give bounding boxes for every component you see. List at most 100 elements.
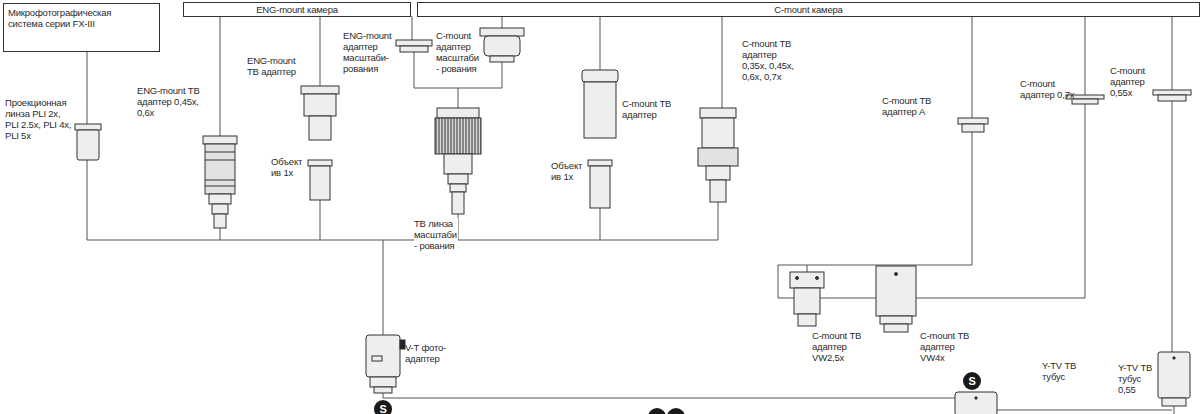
projection-lens xyxy=(75,124,101,160)
part-label-holder: C-mount ТВ адаптер 0,35x, 0,45x, 0,6x, 0… xyxy=(742,38,796,82)
c-mount-tv-adapter-035 xyxy=(700,108,736,118)
tv-zoom-lens xyxy=(448,174,468,184)
callout-letter: S xyxy=(374,400,392,414)
connection-lines xyxy=(997,101,1174,414)
c-mount-tv-adapter-035 xyxy=(706,166,730,180)
c-mount-adapter-055 xyxy=(1158,95,1186,101)
eng-tv-adapter xyxy=(301,86,339,140)
part-label-holder: C-mount ТВ адаптер xyxy=(622,98,674,120)
part-label: Y-TV ТВ тубус xyxy=(1042,360,1092,382)
eng-tv-adapter-045 xyxy=(203,136,237,144)
eng-tv-adapter xyxy=(304,94,336,116)
eng-tv-adapter xyxy=(309,116,331,140)
vw4-adapter xyxy=(880,316,912,324)
objective-1x xyxy=(308,160,332,166)
c-mount-adapter-055 xyxy=(1153,90,1191,95)
callout-letter-text: S xyxy=(968,376,975,387)
eng-zoom-adapter xyxy=(396,40,432,52)
c-mount-tv-adapter-035 xyxy=(710,180,726,202)
c-mount-tv-adapter xyxy=(584,82,616,138)
c-mount-tv-adapter-a xyxy=(958,118,988,124)
part-label-holder: Проекционная линза PLI 2x, PLI 2.5x, PLI… xyxy=(5,97,73,141)
part-label-holder: C-mount ТВ адаптер VW4x xyxy=(920,330,978,363)
eng-tv-adapter-045 xyxy=(209,194,231,204)
vt-photo-adapter xyxy=(400,340,405,349)
tv-zoom-lens xyxy=(450,184,466,192)
vt-photo-adapter xyxy=(372,356,382,361)
part-label-holder: C-mount ТВ адаптер A xyxy=(882,95,946,117)
part-label-holder: C-mount адаптер масштаби- рования xyxy=(436,30,480,74)
connection-lines xyxy=(87,160,718,335)
part-label: C-mount ТВ адаптер xyxy=(622,98,674,120)
part-label-holder: ENG-mount ТВ адаптер 0,45x, 0,6x xyxy=(137,85,205,118)
cut-callouts xyxy=(648,408,666,414)
vw4-adapter xyxy=(895,273,898,276)
part-label: ENG-mount ТВ адаптер 0,45x, 0,6x xyxy=(137,85,205,118)
objective-1x xyxy=(310,166,330,200)
part-label-holder: Объектив 1x xyxy=(551,160,587,182)
part-label: Объектив 1x xyxy=(551,160,587,182)
part-label-holder: ТВ линза масштаби- рования xyxy=(414,218,458,251)
projection-lens xyxy=(75,124,101,130)
connection-lines xyxy=(87,16,1174,414)
vt-photo-adapter xyxy=(366,335,400,377)
c-mount-adapter-07 xyxy=(1072,99,1098,104)
tv-zoom-lens xyxy=(452,192,464,214)
cut-callouts xyxy=(667,408,685,414)
ytv-tube xyxy=(975,397,977,399)
c-mount-zoom-adapter xyxy=(480,28,524,36)
objective-1x xyxy=(308,160,332,200)
eng-tv-adapter-045 xyxy=(205,144,235,194)
vw25-adapter xyxy=(796,277,799,280)
part-label: C-mount адаптер 0,7x xyxy=(1020,78,1080,100)
ytv-tube-055 xyxy=(1162,398,1186,406)
c-mount-tv-adapter-035 xyxy=(698,108,738,202)
cut-callouts xyxy=(648,408,685,414)
part-label-holder: C-mount ТВ адаптер VW2,5x xyxy=(812,330,872,363)
vw4-adapter xyxy=(884,324,908,332)
ytv-tube-055 xyxy=(1173,357,1175,359)
box-title: Микрофотографическая система серии FX-II… xyxy=(8,7,120,29)
part-label-holder: ENG-mount ТВ адаптер xyxy=(247,55,301,77)
objective-1x xyxy=(588,160,612,166)
ytv-tube xyxy=(955,392,997,414)
camera-box: C-mount камера xyxy=(417,2,1200,17)
objective-1x xyxy=(588,160,612,208)
eng-tv-adapter-045 xyxy=(203,136,237,228)
c-mount-zoom-adapter xyxy=(490,56,514,62)
part-label: Проекционная линза PLI 2x, PLI 2.5x, PLI… xyxy=(5,97,73,141)
eng-tv-adapter-045 xyxy=(212,204,228,214)
part-label: Объектив 1x xyxy=(271,156,307,178)
c-mount-tv-adapter xyxy=(582,70,618,82)
eng-zoom-adapter xyxy=(400,46,428,52)
vw25-adapter xyxy=(816,277,819,280)
connection-lines xyxy=(87,16,1172,136)
tv-zoom-lens xyxy=(437,108,479,118)
c-mount-tv-adapter-035 xyxy=(702,118,734,148)
vw25-adapter xyxy=(790,272,824,326)
system-box: Микрофотографическая система серии FX-II… xyxy=(3,3,160,52)
part-label: C-mount адаптер 0,55x xyxy=(1110,65,1168,98)
ytv-tube-055 xyxy=(1158,352,1190,406)
tv-zoom-lens xyxy=(435,118,481,154)
eng-tv-adapter-045 xyxy=(214,214,226,228)
part-label: C-mount ТВ адаптер VW2,5x xyxy=(812,330,872,363)
part-label-holder: V-T фото-адаптер xyxy=(405,342,455,364)
vw4-adapter xyxy=(876,266,916,332)
part-label-holder: Y-TV ТВ тубус xyxy=(1042,360,1092,382)
part-label-holder: ENG-mount адаптер масштаби- рования xyxy=(343,30,395,74)
connection-lines xyxy=(383,393,955,398)
vw4-adapter xyxy=(876,266,916,316)
box-title: ENG-mount камера xyxy=(188,4,406,15)
tv-zoom-lens xyxy=(435,108,481,214)
ytv-tube-055 xyxy=(1158,352,1190,398)
part-label: ТВ линза масштаби- рования xyxy=(414,218,458,251)
c-mount-adapter-055 xyxy=(1153,90,1191,101)
ytv-tube xyxy=(955,392,997,414)
box-title: C-mount камера xyxy=(422,4,1195,15)
part-label-holder: C-mount адаптер 0,55x xyxy=(1110,65,1168,98)
part-label: C-mount ТВ адаптер 0,35x, 0,45x, 0,6x, 0… xyxy=(742,38,796,82)
callout-letter-text: S xyxy=(379,404,386,414)
eng-tv-adapter-045 xyxy=(205,152,235,186)
